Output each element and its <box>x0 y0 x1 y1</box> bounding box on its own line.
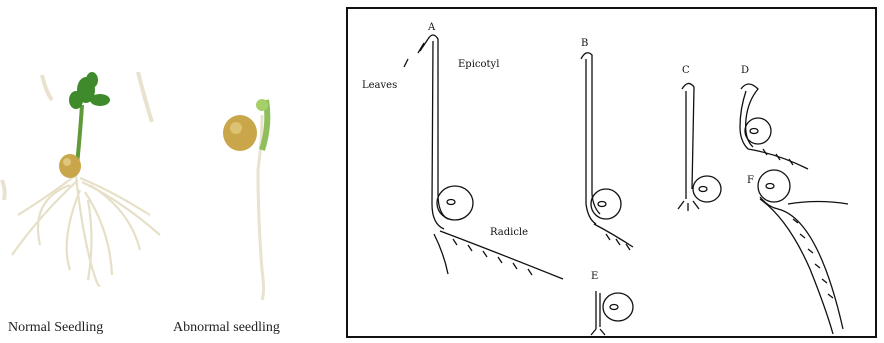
seedling-diagram-frame: A B C D E F Leaves Epicotyl Radicle <box>346 7 877 338</box>
normal-seedling-roots <box>12 165 160 286</box>
seedling-e-drawing <box>591 291 633 335</box>
photo-normal-seedling <box>0 0 330 343</box>
label-c: C <box>682 65 690 76</box>
seedling-line-drawings <box>348 9 879 340</box>
photo-background-root <box>42 75 52 100</box>
photo-background-root <box>138 72 152 122</box>
seedling-f-drawing <box>758 170 848 334</box>
label-a: A <box>428 22 435 33</box>
photo-background-root <box>2 180 5 200</box>
seedling-a-drawing <box>404 35 563 279</box>
seedling-b-drawing <box>581 53 633 250</box>
normal-seedling-seed <box>59 154 81 178</box>
seedling-photos: Normal Seedling Abnormal seedling <box>0 0 330 343</box>
seedling-d-drawing <box>740 84 808 169</box>
label-radicle: Radicle <box>490 227 528 238</box>
label-e: E <box>591 271 598 282</box>
abnormal-seedling-seed <box>223 115 257 151</box>
label-d: D <box>741 65 749 76</box>
label-leaves: Leaves <box>362 80 397 91</box>
abnormal-seedling-caption: Abnormal seedling <box>173 320 280 336</box>
normal-seedling-leaves <box>69 72 110 109</box>
label-epicotyl: Epicotyl <box>458 59 499 70</box>
normal-seedling-stem <box>77 105 82 165</box>
label-f: F <box>747 175 754 186</box>
normal-seedling-caption: Normal Seedling <box>8 320 103 336</box>
seedling-c-drawing <box>678 83 721 211</box>
label-b: B <box>581 38 588 49</box>
